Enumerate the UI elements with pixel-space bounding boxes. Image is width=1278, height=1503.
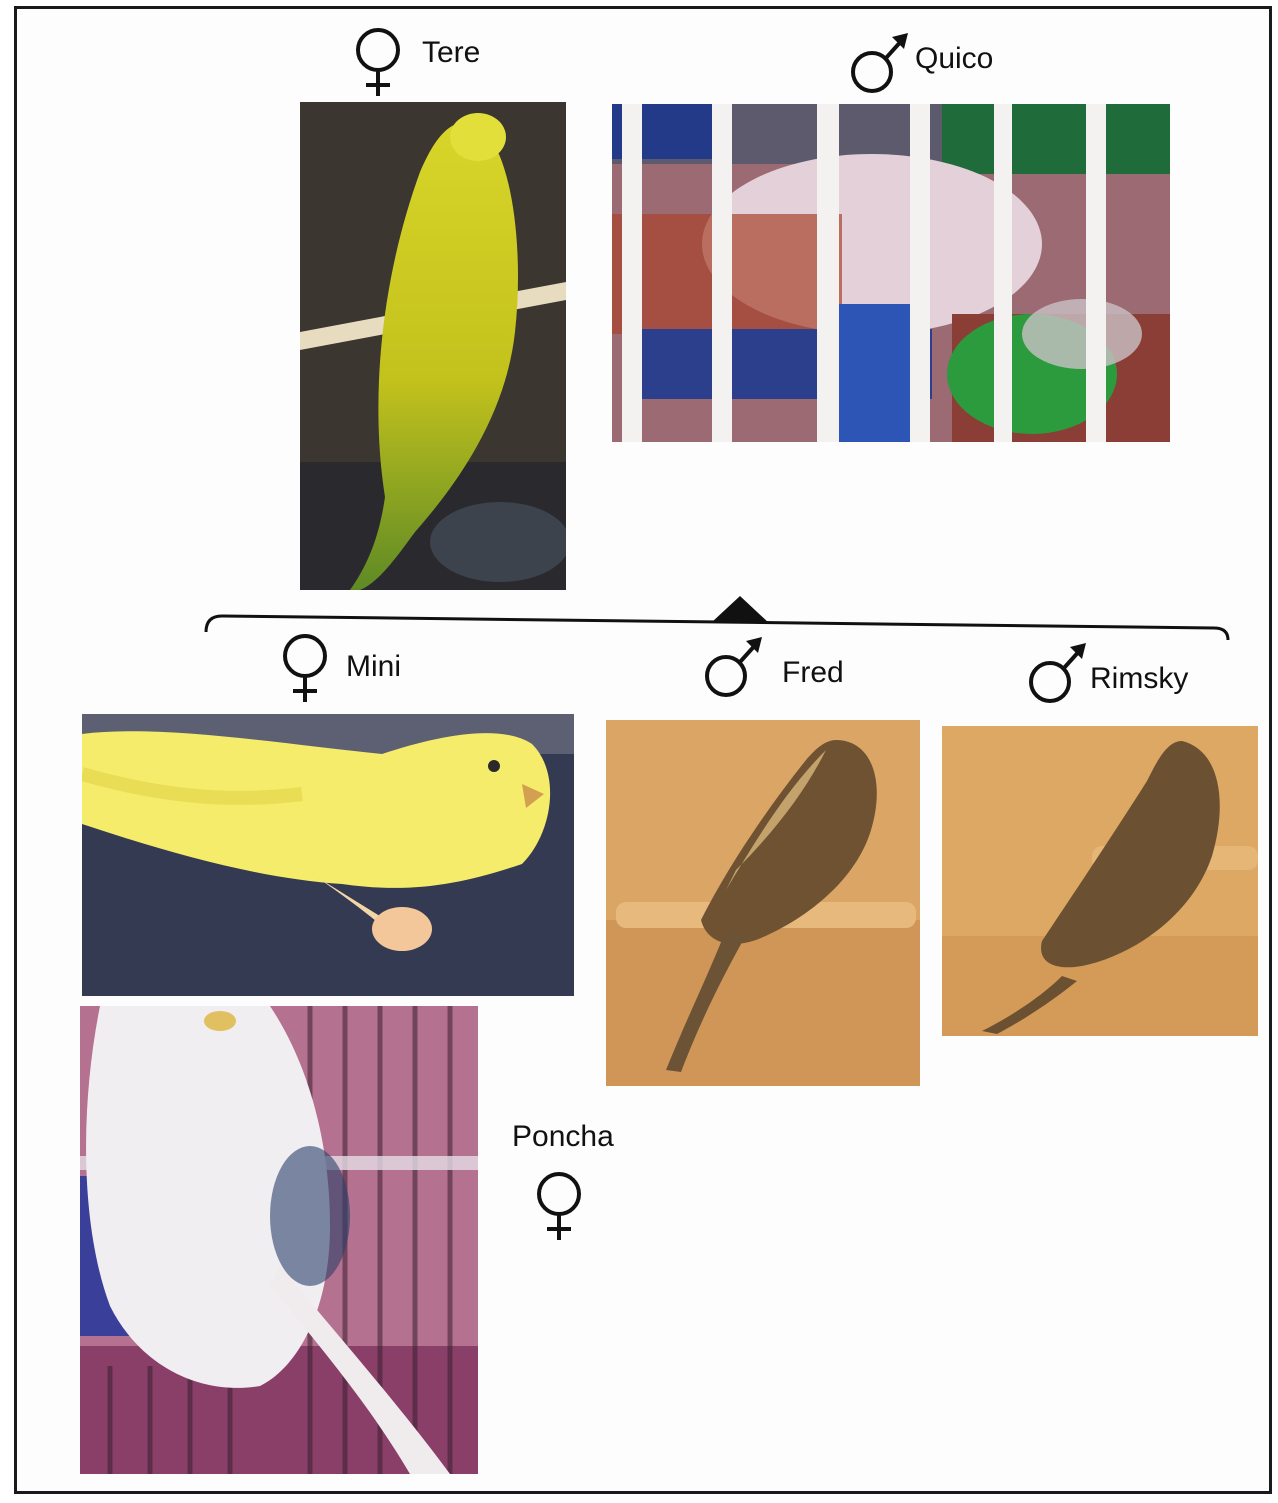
photo-mini xyxy=(82,714,574,996)
offspring-name-poncha: Poncha xyxy=(512,1120,614,1154)
photo-tere xyxy=(300,102,566,590)
parent-name-tere: Tere xyxy=(422,36,480,70)
photo-poncha xyxy=(80,1006,478,1474)
photo-rimsky xyxy=(942,726,1258,1036)
female-symbol-icon xyxy=(532,1170,588,1242)
female-symbol-icon xyxy=(278,632,334,704)
photo-fred xyxy=(606,720,920,1086)
male-symbol-icon xyxy=(704,634,764,700)
photo-quico xyxy=(612,104,1170,442)
offspring-name-mini: Mini xyxy=(346,650,401,684)
offspring-name-fred: Fred xyxy=(782,656,844,690)
male-symbol-icon xyxy=(850,30,910,96)
female-symbol-icon xyxy=(352,26,408,98)
male-symbol-icon xyxy=(1028,640,1088,706)
offspring-name-rimsky: Rimsky xyxy=(1090,662,1188,696)
parent-name-quico: Quico xyxy=(915,42,993,76)
